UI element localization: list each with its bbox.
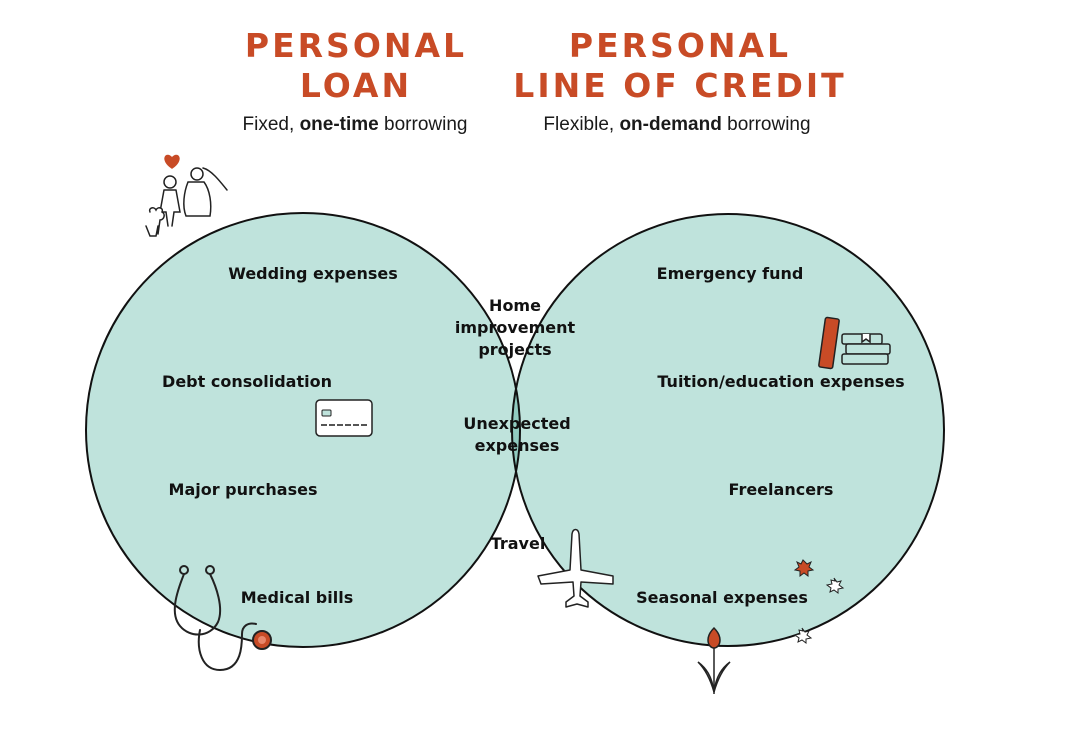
right-item-freelancers: Freelancers [729, 480, 834, 499]
left-circle-outline [85, 212, 521, 648]
right-title-line-2: LINE OF CREDIT [513, 66, 847, 105]
airplane-icon [537, 528, 614, 608]
overlap-item-travel: Travel [491, 534, 546, 553]
left-circle [86, 213, 520, 647]
wedding-couple-icon [145, 154, 228, 237]
stethoscope-icon [173, 565, 272, 672]
left-set-subtitle: Fixed, one-time borrowing [205, 114, 505, 136]
right-subtitle-post: borrowing [721, 114, 811, 135]
left-item-medical: Medical bills [241, 588, 353, 607]
right-subtitle-bold: on-demand [619, 114, 722, 135]
leaf-icon [793, 559, 845, 644]
books-icon [818, 316, 891, 370]
left-subtitle-bold: one-time [299, 114, 379, 135]
overlap-item-home-2: improvement [455, 318, 576, 337]
overlap-item-unexpected-2: expenses [475, 436, 560, 455]
left-set-title: PERSONAL LOAN [206, 26, 506, 106]
left-item-debt: Debt consolidation [162, 372, 332, 391]
left-subtitle-post: borrowing [378, 114, 468, 135]
tulip-icon [697, 626, 731, 694]
right-title-line-1: PERSONAL [568, 26, 792, 65]
overlap-item-home-1: Home [489, 296, 541, 315]
left-item-wedding: Wedding expenses [228, 264, 398, 283]
credit-card-icon [315, 399, 373, 437]
left-title-line-1: PERSONAL [244, 26, 468, 65]
left-item-purchases: Major purchases [169, 480, 318, 499]
right-item-emergency: Emergency fund [657, 264, 804, 283]
right-item-seasonal: Seasonal expenses [636, 588, 808, 607]
right-set-title: PERSONAL LINE OF CREDIT [500, 26, 860, 106]
left-subtitle-pre: Fixed, [242, 114, 300, 135]
left-title-line-2: LOAN [299, 66, 413, 105]
overlap-item-home-3: projects [478, 340, 551, 359]
right-item-tuition: Tuition/education expenses [657, 372, 904, 391]
overlap-item-unexpected-1: Unexpected [463, 414, 570, 433]
right-circle-outline [511, 213, 945, 647]
right-subtitle-pre: Flexible, [543, 114, 620, 135]
right-set-subtitle: Flexible, on-demand borrowing [527, 114, 827, 136]
